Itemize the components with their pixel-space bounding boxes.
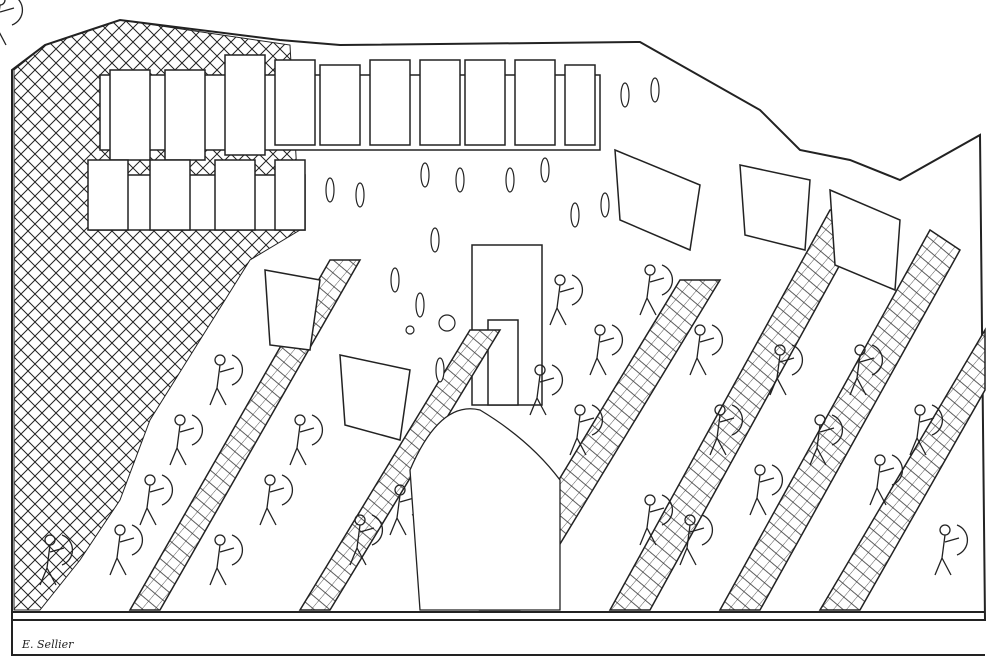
city-walls xyxy=(87,54,601,406)
upper-towers xyxy=(109,54,596,161)
engraver-signature: E. Sellier xyxy=(22,638,74,651)
soldiers xyxy=(0,0,969,586)
bottom-border xyxy=(11,612,985,656)
lower-towers xyxy=(87,159,306,231)
projectiles xyxy=(325,77,660,383)
rock-mound xyxy=(409,408,561,611)
siege-engines xyxy=(264,148,901,441)
